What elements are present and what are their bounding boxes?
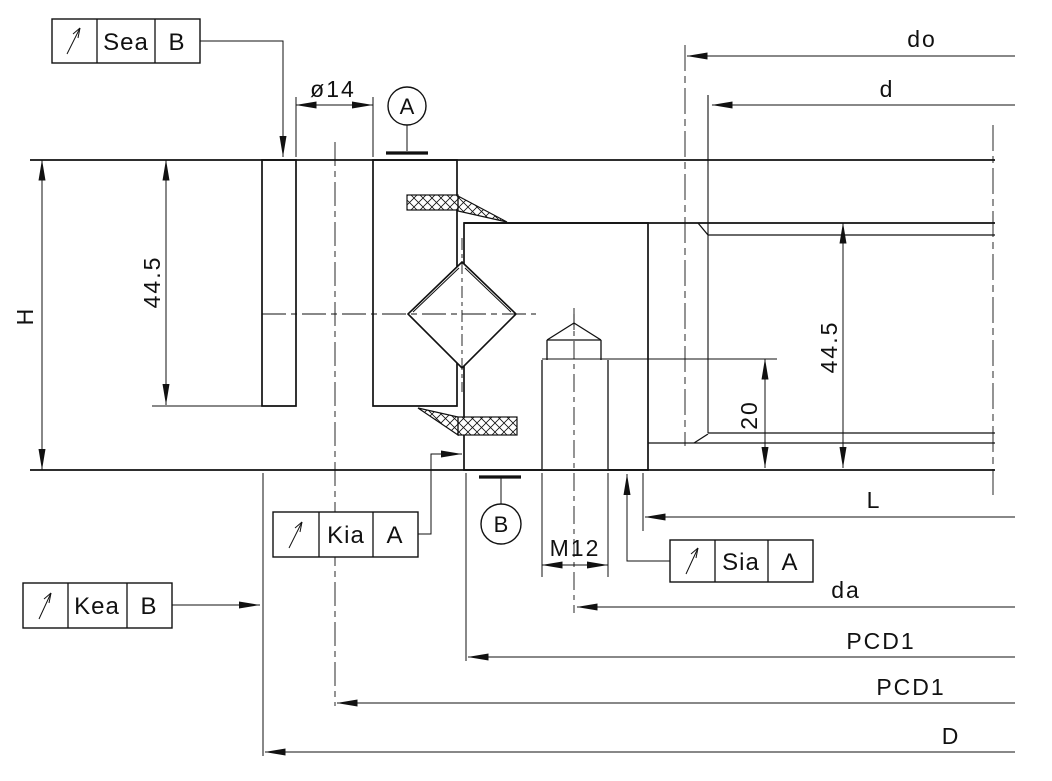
dimension-lines xyxy=(38,52,1015,756)
part-outlines xyxy=(30,95,995,471)
tolerance-frame-sia: Sia A xyxy=(669,539,814,583)
centerlines xyxy=(262,45,994,706)
circular-runout-icon xyxy=(38,592,52,620)
datum-a-symbol: A xyxy=(386,86,428,155)
frame-kea-datum: B xyxy=(140,593,157,620)
label-pcd1-outer: PCD1 xyxy=(846,628,915,654)
tolerance-frame-kia: Kia A xyxy=(272,511,419,558)
leader-kia xyxy=(418,450,462,535)
frame-kia-datum: A xyxy=(386,522,403,549)
label-da: da xyxy=(831,577,861,603)
label-tap-depth: 20 xyxy=(736,400,762,430)
circular-runout-icon xyxy=(66,27,81,55)
roller-element xyxy=(406,238,518,392)
frame-sea-value: Sea xyxy=(103,29,149,56)
frame-sea-datum: B xyxy=(168,29,185,56)
frame-kea-value: Kea xyxy=(74,593,120,620)
label-big-d: D xyxy=(942,723,961,749)
bolt-hole xyxy=(541,308,609,613)
lower-seal xyxy=(417,407,518,437)
tolerance-frame-kea: Kea B xyxy=(22,582,173,629)
label-inner-height: 44.5 xyxy=(139,256,165,309)
label-do: do xyxy=(907,26,937,52)
frame-sia-datum: A xyxy=(781,549,798,576)
label-outer-height: 44.5 xyxy=(816,321,842,374)
datum-a-label: A xyxy=(400,94,415,119)
label-height: H xyxy=(12,307,38,326)
circular-runout-icon xyxy=(288,521,303,549)
label-hole-dia: ø14 xyxy=(310,76,356,102)
frame-sia-value: Sia xyxy=(722,549,760,576)
leader-lines xyxy=(172,40,670,609)
tolerance-frame-sea: Sea B xyxy=(51,18,201,64)
leader-sia xyxy=(623,474,670,562)
datum-b-label: B xyxy=(494,512,509,537)
dimension-labels: ø14 do d H 44.5 44.5 20 L M12 da PCD1 PC… xyxy=(12,26,961,749)
label-thread: M12 xyxy=(550,535,601,561)
leader-sea xyxy=(200,40,287,157)
extension-lines xyxy=(152,97,777,756)
frame-kia-value: Kia xyxy=(327,522,365,549)
label-d: d xyxy=(880,76,895,102)
upper-seal xyxy=(406,194,508,223)
datum-b-symbol: B xyxy=(479,475,522,545)
circular-runout-icon xyxy=(685,547,699,575)
label-l: L xyxy=(867,487,882,513)
label-pcd1-inner: PCD1 xyxy=(876,674,945,700)
